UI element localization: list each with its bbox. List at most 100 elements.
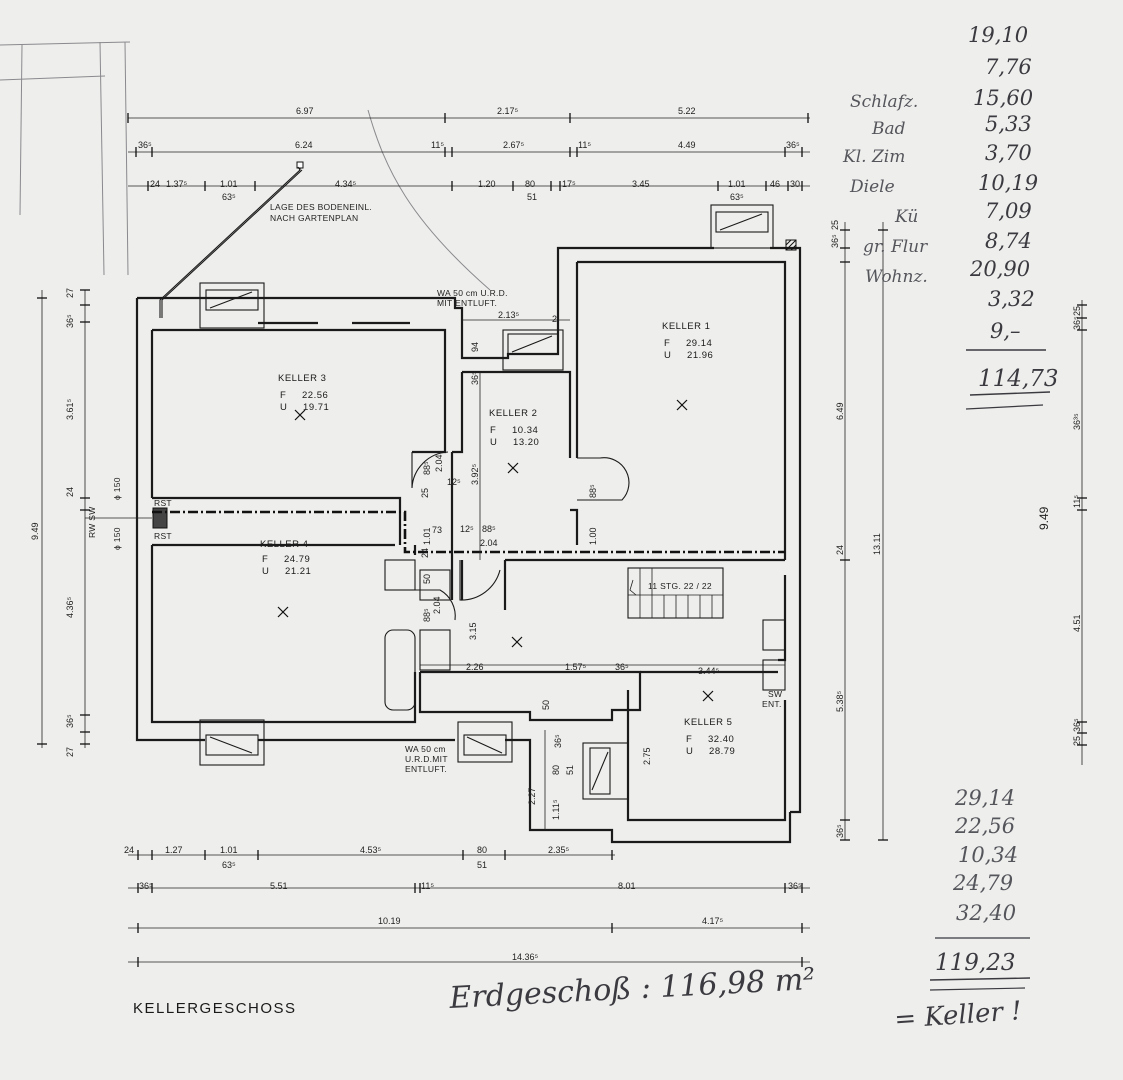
room-keller-1-f: F 29.14 <box>664 338 712 349</box>
room-keller-4-name: KELLER 4 <box>260 539 308 550</box>
dim-int-6: 88⁵ <box>422 461 432 475</box>
dim-bot-r1-f: 2.35⁵ <box>548 845 570 855</box>
dim-bot-r1-c: 1.01 <box>220 845 238 855</box>
note-stairs: 11 STG. 22 / 22 <box>648 581 712 591</box>
interior-dimensions <box>420 319 785 830</box>
dim-left-0: 27 <box>65 288 75 298</box>
room-keller-3-f: F 22.56 <box>280 390 328 401</box>
room-keller-2-f: F 10.34 <box>490 425 538 436</box>
dim-top-r3-j: 46 <box>770 179 780 189</box>
pencil-sketch <box>0 41 491 291</box>
hand-bot-0: 29,14 <box>954 786 1015 810</box>
dim-int-18: 2.04 <box>432 596 442 614</box>
dim-top-r3-c: 1.01 <box>220 179 238 189</box>
dim-right-11: 11⁵ <box>1072 495 1082 508</box>
dim-int-30: 1.11⁵ <box>551 799 561 820</box>
dim-right-10: 36³⁵ <box>1072 413 1082 430</box>
dim-int-10: 1.01 <box>422 527 432 545</box>
hand-label-4: Kü <box>894 207 918 227</box>
room-keller-5-u: U 28.79 <box>686 746 735 757</box>
hand-top-7: 8,74 <box>985 229 1032 253</box>
note-wa-top-1: WA 50 cm U.R.D. <box>437 288 508 298</box>
note-sw-ent-1: SW <box>768 689 782 699</box>
hand-bot-4: 32,40 <box>956 901 1016 925</box>
room-keller-3-name: KELLER 3 <box>278 373 326 384</box>
dim-top-r3-k: 30 <box>790 179 800 189</box>
dim-int-26: 36⁵ <box>553 734 563 748</box>
top-dimensions <box>127 113 810 191</box>
dim-top-r3-a: 24 <box>150 179 160 189</box>
dim-int-13: 2.04 <box>480 538 498 548</box>
hand-label-1: Bad <box>871 119 906 139</box>
dim-left-2: 3.61⁵ <box>65 398 75 420</box>
dim-left-6: 27 <box>65 747 75 757</box>
note-bodeneinlauf-2: NACH GARTENPLAN <box>270 213 358 223</box>
dim-int-16: 1.00 <box>588 527 598 545</box>
dim-int-28: 80 <box>551 765 561 775</box>
dim-int-24: 3.44⁵ <box>698 666 720 676</box>
dim-top-r2-e: 11⁵ <box>578 140 591 150</box>
dim-top-r2-a: 36⁵ <box>138 140 152 150</box>
hand-label-2: Kl. Zim <box>842 147 905 167</box>
dim-right-1: 25 <box>830 220 840 230</box>
hand-top-10: 9,– <box>990 319 1021 343</box>
dim-top-r2-c: 11⁵ <box>431 140 444 150</box>
dim-right-7: 9.49 <box>1037 506 1051 530</box>
hand-top-0: 19,10 <box>968 23 1028 47</box>
room-markers <box>277 399 714 702</box>
dim-right-14: 25 <box>1072 736 1082 746</box>
drainage-pipe <box>152 510 785 554</box>
dim-bot-r1-d: 4.53⁵ <box>360 845 382 855</box>
dim-right-8: 36⁵ <box>1072 316 1082 330</box>
dim-bot-r1-a: 24 <box>124 845 134 855</box>
dim-left-4: 4.36⁵ <box>65 596 75 618</box>
dim-int-31: 2.75 <box>642 747 652 765</box>
dim-top-r1-a: 6.97 <box>296 106 314 116</box>
note-wa-bottom-1: WA 50 cm <box>405 744 446 754</box>
hand-erdgeschoss: Erdgeschoß : 116,98 m² <box>448 962 817 1016</box>
hand-top-2: 15,60 <box>973 86 1033 110</box>
dim-bot-r2-b: 5.51 <box>270 881 288 891</box>
room-keller-1-name: KELLER 1 <box>662 321 710 332</box>
hand-top-6: 7,09 <box>985 199 1032 223</box>
note-rw-sw: RW SW <box>87 506 97 538</box>
hand-bot-1: 22,56 <box>954 814 1015 838</box>
note-rst-top: RST <box>154 498 172 508</box>
dim-int-4: 3.92⁵ <box>470 463 480 485</box>
dim-right-2: 6.49 <box>835 402 845 420</box>
dim-bot-r1-sub-a: 63⁵ <box>222 860 236 870</box>
dim-int-17: 50 <box>422 574 432 584</box>
dim-int-15: 88⁵ <box>588 484 598 498</box>
dim-left-3: 24 <box>65 487 75 497</box>
dim-top-r1-c: 5.22 <box>678 106 696 116</box>
left-dimensions <box>37 289 90 748</box>
room-keller-3-u: U 19.71 <box>280 402 329 413</box>
drawing-title: KELLERGESCHOSS <box>133 1000 297 1017</box>
dim-right-13: 36⁵ <box>1072 718 1082 732</box>
dim-top-r3-h: 3.45 <box>632 179 650 189</box>
floor-drain-marker <box>296 161 304 169</box>
dim-bot-r2-e: 36⁵ <box>788 881 802 891</box>
dim-bot-r1-b: 1.27 <box>165 845 183 855</box>
dim-int-5: 2.04 <box>434 454 444 472</box>
note-rst-bottom: RST <box>154 531 172 541</box>
dim-int-2: 94 <box>470 342 480 352</box>
dim-bot-r1-sub-b: 51 <box>477 860 487 870</box>
right-dimensions <box>840 222 1087 841</box>
dim-left-7: 9.49 <box>30 522 40 540</box>
dim-top-r3-g: 17⁵ <box>562 179 576 189</box>
dim-int-8: 25 <box>420 488 430 498</box>
dim-top-r3-d: 4.34⁵ <box>335 179 357 189</box>
dim-top-r1-b: 2.17⁵ <box>497 106 519 116</box>
dim-bot-r2-a: 36⁵ <box>139 881 153 891</box>
dim-int-11: 12⁵ <box>460 524 474 534</box>
note-pipe-150-top: ϕ 150 <box>112 477 122 500</box>
dim-int-21: 2.26 <box>466 662 484 672</box>
note-sw-ent-2: ENT. <box>762 699 782 709</box>
room-keller-2-u: U 13.20 <box>490 437 539 448</box>
hand-top-4: 3,70 <box>985 141 1032 165</box>
dim-int-7: 12⁵ <box>447 477 461 487</box>
hand-keller-note: = Keller ! <box>893 996 1022 1035</box>
hand-top-9: 3,32 <box>988 287 1035 311</box>
